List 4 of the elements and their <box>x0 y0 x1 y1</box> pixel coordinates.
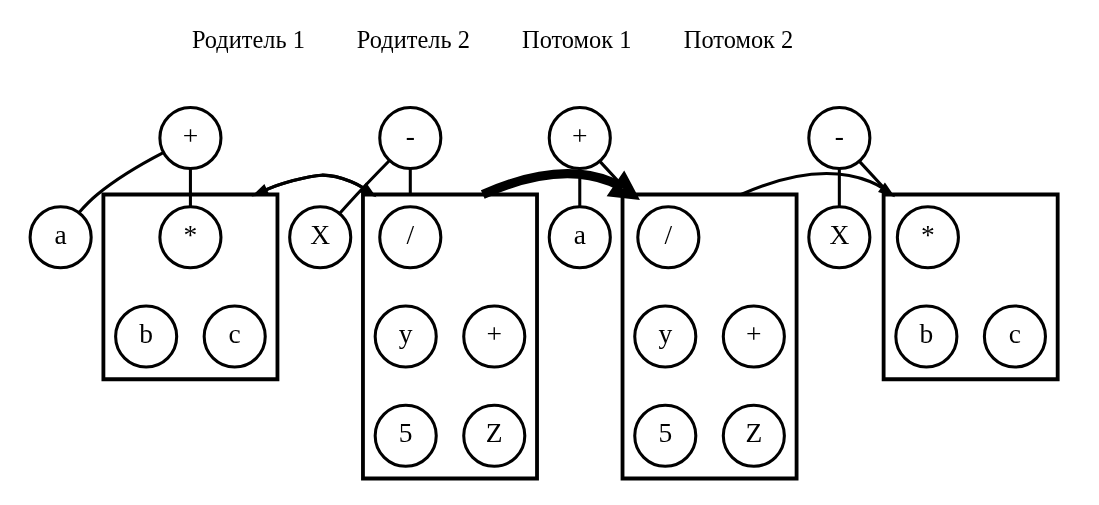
label: Родитель 1 <box>191 25 305 53</box>
label: Родитель 2 <box>356 25 470 53</box>
label: Потомок 1 <box>521 25 631 53</box>
label: Потомок 2 <box>683 25 793 53</box>
